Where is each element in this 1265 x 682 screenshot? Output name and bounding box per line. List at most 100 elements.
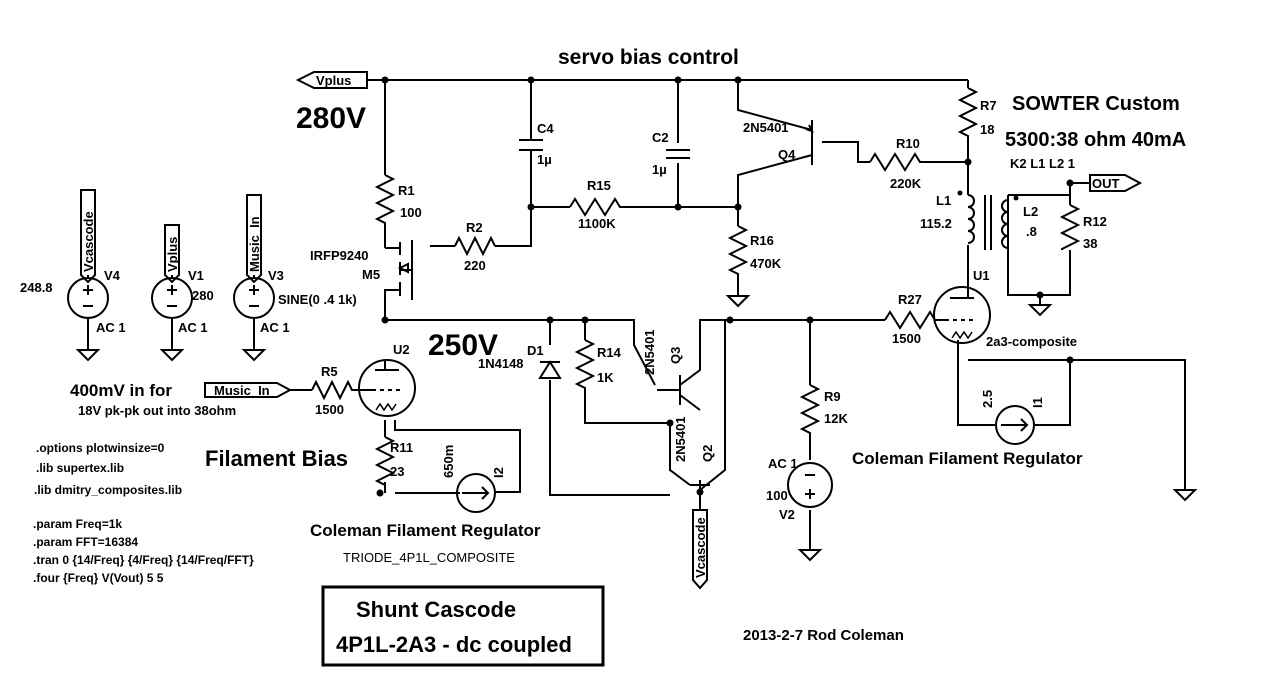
r10-value: 220K	[890, 176, 922, 191]
q3-name: Q3	[668, 347, 683, 364]
d1-name: D1	[527, 343, 544, 358]
r9-name: R9	[824, 389, 841, 404]
r15-value: 1100K	[578, 216, 616, 231]
l2-value: .8	[1026, 224, 1037, 239]
r27-name: R27	[898, 292, 922, 307]
r2-value: 220	[464, 258, 486, 273]
net-vplus-label: Vplus	[316, 73, 351, 88]
net-music-in-label: Music_In	[214, 383, 270, 398]
r16-symbol	[727, 225, 749, 284]
transformer-symbol	[957, 190, 1019, 250]
info-box-line1: Shunt Cascode	[356, 597, 516, 622]
resistors	[311, 87, 1081, 487]
v3-ac: AC 1	[260, 320, 290, 335]
r11-symbol	[374, 436, 396, 487]
r1-symbol	[374, 174, 396, 228]
c4-value: 1µ	[537, 152, 552, 167]
l1-name: L1	[936, 193, 951, 208]
m5-model: IRFP9240	[310, 248, 369, 263]
r14-symbol	[574, 339, 596, 395]
net-music-in-label-v3: Music_In	[247, 216, 262, 272]
r27-symbol	[884, 310, 940, 330]
u2-name: U2	[393, 342, 410, 357]
r27-value: 1500	[892, 331, 921, 346]
v3-name: V3	[268, 268, 284, 283]
voltage-250: 250V	[428, 329, 498, 362]
author-credit: 2013-2-7 Rod Coleman	[743, 627, 904, 644]
spice-directive: .param Freq=1k	[33, 517, 122, 531]
r16-value: 470K	[750, 256, 782, 271]
spice-directive: .four {Freq} V(Vout) 5 5	[33, 571, 164, 585]
i2-name: I2	[491, 467, 506, 478]
wires	[87, 79, 1186, 550]
diode-d1	[538, 360, 562, 379]
c2-value: 1µ	[652, 162, 667, 177]
v4-name: V4	[104, 268, 121, 283]
r14-value: 1K	[597, 370, 614, 385]
spice-directive: .tran 0 {14/Freq} {4/Freq} {14/Freq/FFT}	[33, 553, 254, 567]
i2-value: 650m	[441, 445, 456, 478]
v2-ac: AC 1	[768, 456, 798, 471]
r14-name: R14	[597, 345, 622, 360]
c2-symbol	[666, 149, 690, 159]
i1-value: 2.5	[980, 390, 995, 408]
m5-name: M5	[362, 267, 380, 282]
q3-model: 2N5401	[642, 329, 657, 375]
r16-name: R16	[750, 233, 774, 248]
r1-name: R1	[398, 183, 415, 198]
junction-dots	[376, 76, 1074, 497]
r10-name: R10	[896, 136, 920, 151]
r15-name: R15	[587, 178, 611, 193]
r12-name: R12	[1083, 214, 1107, 229]
i1-name: I1	[1030, 397, 1045, 408]
current-sources	[456, 405, 1035, 513]
net-vplus-label-v1: Vplus	[165, 237, 180, 272]
net-flags	[80, 71, 1143, 590]
c4-name: C4	[537, 121, 554, 136]
transformer-title: SOWTER Custom	[1012, 93, 1180, 115]
l2-name: L2	[1023, 204, 1038, 219]
ground-symbols	[75, 295, 1198, 562]
coleman-regulator-left: Coleman Filament Regulator	[310, 521, 541, 540]
mosfet-m5	[397, 240, 413, 300]
info-box-line2: 4P1L-2A3 - dc coupled	[336, 632, 572, 657]
transformer-pins: K2 L1 L2 1	[1010, 156, 1075, 171]
c4-symbol	[519, 130, 543, 160]
spice-directive: .param FFT=16384	[33, 535, 138, 549]
spice-directive: .lib dmitry_composites.lib	[34, 483, 182, 497]
r11-name: R11	[390, 440, 413, 455]
transformer-spec: 5300:38 ohm 40mA	[1005, 129, 1186, 151]
q2-model: 2N5401	[673, 416, 688, 462]
tube-u1	[933, 285, 991, 344]
r12-value: 38	[1083, 236, 1097, 251]
spice-directive: .lib supertex.lib	[36, 461, 124, 475]
voltage-sources	[67, 277, 833, 508]
capacitors	[519, 130, 690, 160]
net-out-label: OUT	[1092, 176, 1120, 191]
v4-ac: AC 1	[96, 320, 126, 335]
output-note: 18V pk-pk out into 38ohm	[78, 403, 236, 418]
spice-directive: .options plotwinsize=0	[36, 441, 165, 455]
v2-value: 100	[766, 488, 788, 503]
tube-u2	[358, 359, 416, 417]
coleman-regulator-right: Coleman Filament Regulator	[852, 449, 1083, 468]
l1-value: 115.2	[920, 216, 952, 231]
bjt-q4	[805, 120, 814, 165]
q4-model: 2N5401	[743, 120, 789, 135]
u1-model: 2a3-composite	[986, 334, 1077, 349]
v1-value: 280	[192, 288, 214, 303]
r7-name: R7	[980, 98, 997, 113]
q4-name: Q4	[778, 147, 796, 162]
u2-model: TRIODE_4P1L_COMPOSITE	[343, 550, 515, 565]
net-vcascode-label-v4: Vcascode	[81, 211, 96, 272]
v1-ac: AC 1	[178, 320, 208, 335]
r7-value: 18	[980, 122, 994, 137]
net-vcascode-label-q2: Vcascode	[693, 517, 708, 578]
v4-value: 248.8	[20, 280, 53, 295]
voltage-280: 280V	[296, 102, 366, 135]
r7-symbol	[957, 87, 979, 145]
r2-symbol	[454, 235, 496, 257]
c2-name: C2	[652, 130, 669, 145]
r10-symbol	[869, 152, 935, 172]
